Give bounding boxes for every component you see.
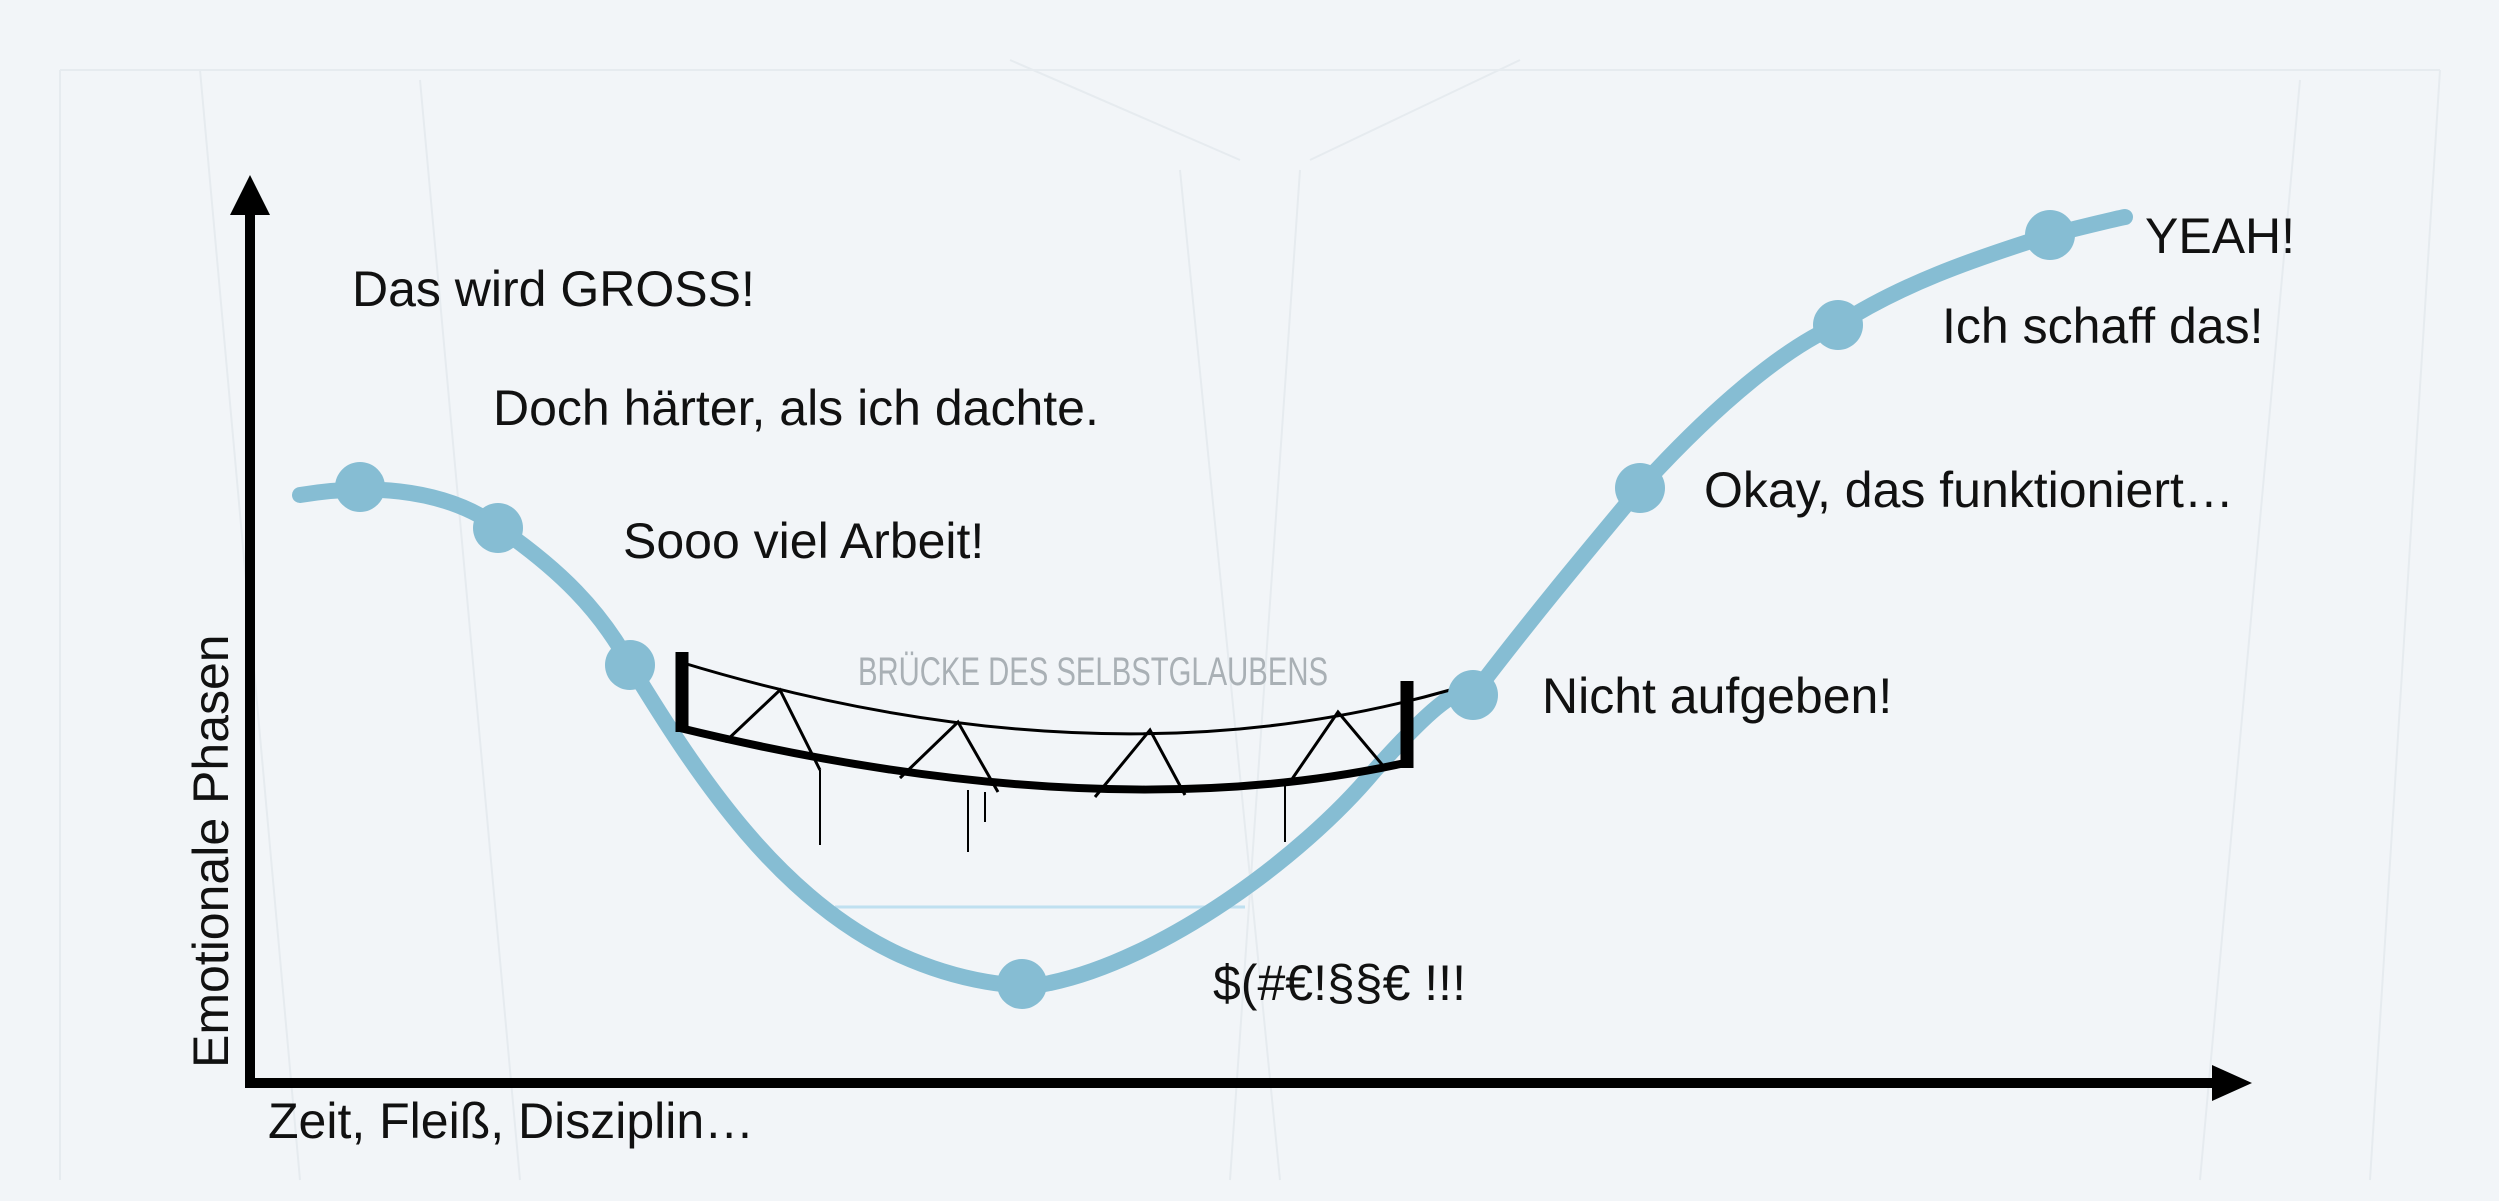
phase-labels: Das wird GROSS! Doch härter, als ich dac… — [352, 208, 2295, 1011]
phase-label-6: Okay, das funktioniert… — [1704, 462, 2234, 518]
phase-marker-7 — [1813, 300, 1863, 350]
axes — [230, 175, 2252, 1101]
bridge-hangers — [819, 770, 1286, 852]
phase-marker-2 — [473, 503, 523, 553]
phase-markers — [335, 210, 2075, 1009]
phase-label-1: Das wird GROSS! — [352, 261, 755, 317]
bridge-label: BRÜCKE DES SELBSTGLAUBENS — [858, 650, 1328, 694]
phase-label-7: Ich schaff das! — [1942, 298, 2263, 354]
bridge — [675, 652, 1451, 852]
phase-marker-5 — [1448, 670, 1498, 720]
phase-label-4: $(#€!§§€ !!! — [1213, 955, 1466, 1011]
phase-label-5: Nicht aufgeben! — [1542, 668, 1892, 724]
y-axis-arrowhead — [230, 175, 270, 215]
phase-marker-6 — [1615, 463, 1665, 513]
phase-label-3: Sooo viel Arbeit! — [623, 513, 984, 569]
bridge-top-cable — [679, 660, 1451, 736]
background-sketch — [59, 59, 2441, 1181]
phase-label-2: Doch härter, als ich dachte. — [493, 380, 1099, 436]
phase-marker-8 — [2025, 210, 2075, 260]
phase-marker-4 — [997, 959, 1047, 1009]
x-axis-label: Zeit, Fleiß, Disziplin… — [268, 1093, 754, 1149]
y-axis-label: Emotionale Phasen — [183, 634, 239, 1068]
phase-label-8: YEAH! — [2145, 208, 2295, 264]
phase-marker-1 — [335, 462, 385, 512]
x-axis-arrowhead — [2212, 1065, 2252, 1101]
phase-marker-3 — [605, 640, 655, 690]
bridge-deck — [679, 724, 1406, 794]
bridge-trusses — [723, 687, 1387, 798]
